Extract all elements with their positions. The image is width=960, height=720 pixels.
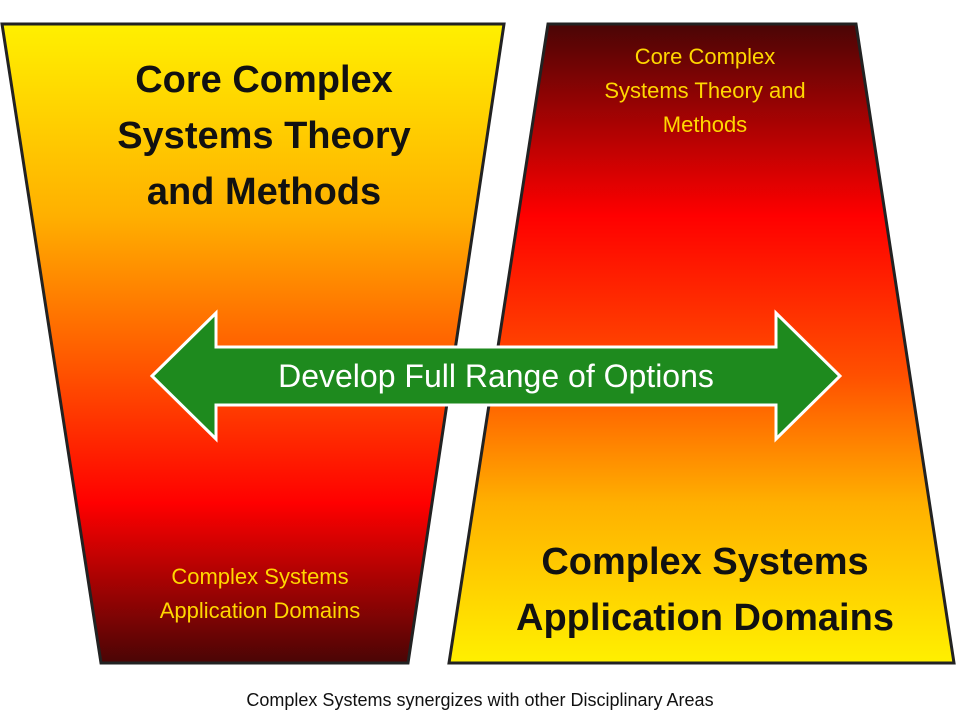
left-panel-title-line: and Methods xyxy=(146,171,382,213)
right-trapezoid-panel xyxy=(447,22,956,665)
left-panel-title-line: Core Complex xyxy=(135,59,393,101)
double-headed-arrow xyxy=(149,309,843,443)
arrow-label: Develop Full Range of Options xyxy=(278,358,714,394)
left-panel-footer-line: Application Domains xyxy=(159,598,361,623)
right-panel-header-line: Methods xyxy=(662,112,748,137)
right-panel-title-line: Application Domains xyxy=(516,597,894,639)
caption: Complex Systems synergizes with other Di… xyxy=(246,690,714,710)
right-panel-header: Core Complex Systems Theory and Methods xyxy=(555,40,855,142)
left-panel-footer: Complex Systems Application Domains xyxy=(110,560,410,628)
left-panel-footer-line: Complex Systems xyxy=(171,564,349,589)
right-panel-title-line: Complex Systems xyxy=(541,541,869,583)
right-panel-title: Complex Systems Application Domains xyxy=(470,534,940,646)
right-panel-header-line: Core Complex xyxy=(634,44,776,69)
left-trapezoid-panel xyxy=(0,22,506,665)
left-panel-title: Core Complex Systems Theory and Methods xyxy=(54,52,474,220)
left-panel-title-line: Systems Theory xyxy=(117,115,411,157)
right-panel-header-line: Systems Theory and xyxy=(604,78,806,103)
